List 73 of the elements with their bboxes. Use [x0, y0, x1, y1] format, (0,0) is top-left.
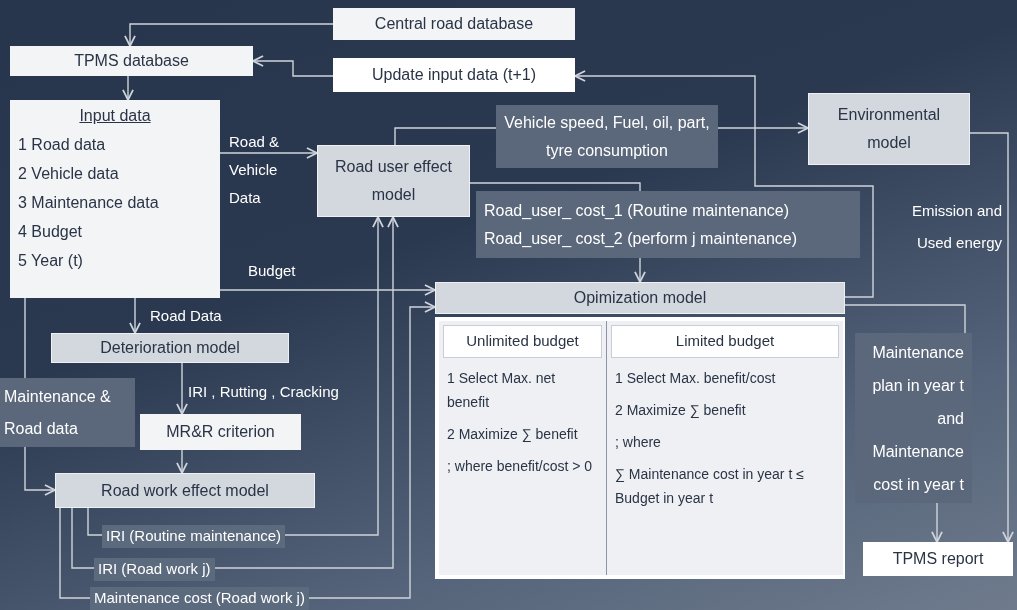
arrow — [124, 23, 334, 47]
node-text: 3 Maintenance data — [18, 193, 160, 213]
node-text: Road work effect model — [101, 480, 269, 501]
node-text: 2 Maximize ∑ benefit — [446, 424, 579, 444]
data-box — [333, 58, 575, 92]
table-column — [439, 321, 607, 575]
edge-label: IRI (Road work j) — [94, 558, 215, 581]
node-text: ∑ Maintenance cost in year t ≤ Budget in year t — [614, 464, 805, 508]
output-box — [855, 333, 972, 503]
output-box — [476, 191, 860, 258]
node-text: MR&R criterion — [166, 422, 275, 442]
arrow — [969, 132, 1014, 543]
model-box — [51, 333, 289, 363]
criterion-box — [140, 414, 301, 450]
node-text: 5 Year (t) — [18, 251, 84, 271]
model-box — [317, 145, 470, 217]
node-text: TPMS report — [892, 549, 984, 569]
node-text: 2 Maximize ∑ benefit — [614, 400, 747, 420]
edge-label: Budget — [248, 261, 296, 281]
arrow — [219, 147, 318, 159]
connector-line — [24, 297, 26, 379]
node-text: Road_user_ cost_2 (perform j maintenance) — [484, 228, 799, 249]
node-text: Environmental model — [836, 105, 942, 153]
node-text: 1 Road data — [18, 135, 107, 155]
connector-line — [469, 182, 641, 192]
model-box — [435, 282, 845, 314]
arrow — [717, 122, 809, 134]
arrow — [634, 257, 646, 283]
node-text: Road user effect model — [333, 157, 454, 205]
node-text: Opimization model — [573, 288, 707, 308]
data-box — [10, 46, 253, 76]
arrow — [24, 446, 56, 496]
data-box — [0, 378, 135, 447]
arrow — [176, 449, 188, 474]
table-column — [607, 321, 843, 575]
arrow — [129, 297, 141, 334]
node-text: Central road database — [374, 14, 534, 34]
column-header: Unlimited budget — [443, 325, 602, 358]
model-box — [808, 93, 970, 165]
heading-text: Input data — [79, 106, 151, 126]
node-text: ; where benefit/cost > 0 — [446, 456, 594, 476]
arrow — [931, 502, 943, 543]
arrow — [219, 284, 436, 296]
edge-label: Emission and Used energy — [910, 201, 1002, 253]
arrow — [574, 70, 874, 298]
connector-line — [844, 304, 966, 334]
output-box — [496, 105, 718, 168]
node-text: 1 Select Max. benefit/cost — [614, 368, 777, 388]
edge-label: Road & Vehicle Data — [229, 132, 281, 208]
arrow — [176, 362, 188, 415]
node-text: Vehicle speed, Fuel, oil, part, tyre consumption — [504, 112, 710, 161]
arrow — [122, 75, 134, 101]
node-text: ; where — [614, 432, 662, 452]
edge-label: Road Data — [150, 306, 222, 326]
connector-line — [394, 127, 497, 146]
node-text: TPMS database — [74, 51, 189, 71]
node-text: 2 Vehicle data — [18, 164, 120, 184]
data-box — [333, 8, 575, 40]
node-text: 1 Select Max. net benefit — [446, 368, 557, 412]
model-box — [55, 473, 315, 508]
report-box — [863, 542, 1013, 576]
node-text: Maintenance & Road data — [4, 386, 112, 439]
node-text: Maintenance plan in year t and Maintenance cost in year t — [871, 342, 964, 495]
input-data-box — [10, 100, 220, 298]
node-text: 4 Budget — [18, 222, 84, 242]
node-text: Road_user_ cost_1 (Routine maintenance) — [484, 200, 791, 221]
node-text: Deterioration model — [100, 338, 240, 358]
edge-label: Maintenance cost (Road work j) — [90, 587, 309, 610]
arrow — [252, 55, 334, 77]
edge-label: IRI , Rutting , Cracking — [188, 382, 339, 402]
node-text: Update input data (t+1) — [371, 65, 537, 85]
edge-label: IRI (Routine maintenance) — [102, 525, 286, 548]
column-header: Limited budget — [611, 325, 839, 358]
